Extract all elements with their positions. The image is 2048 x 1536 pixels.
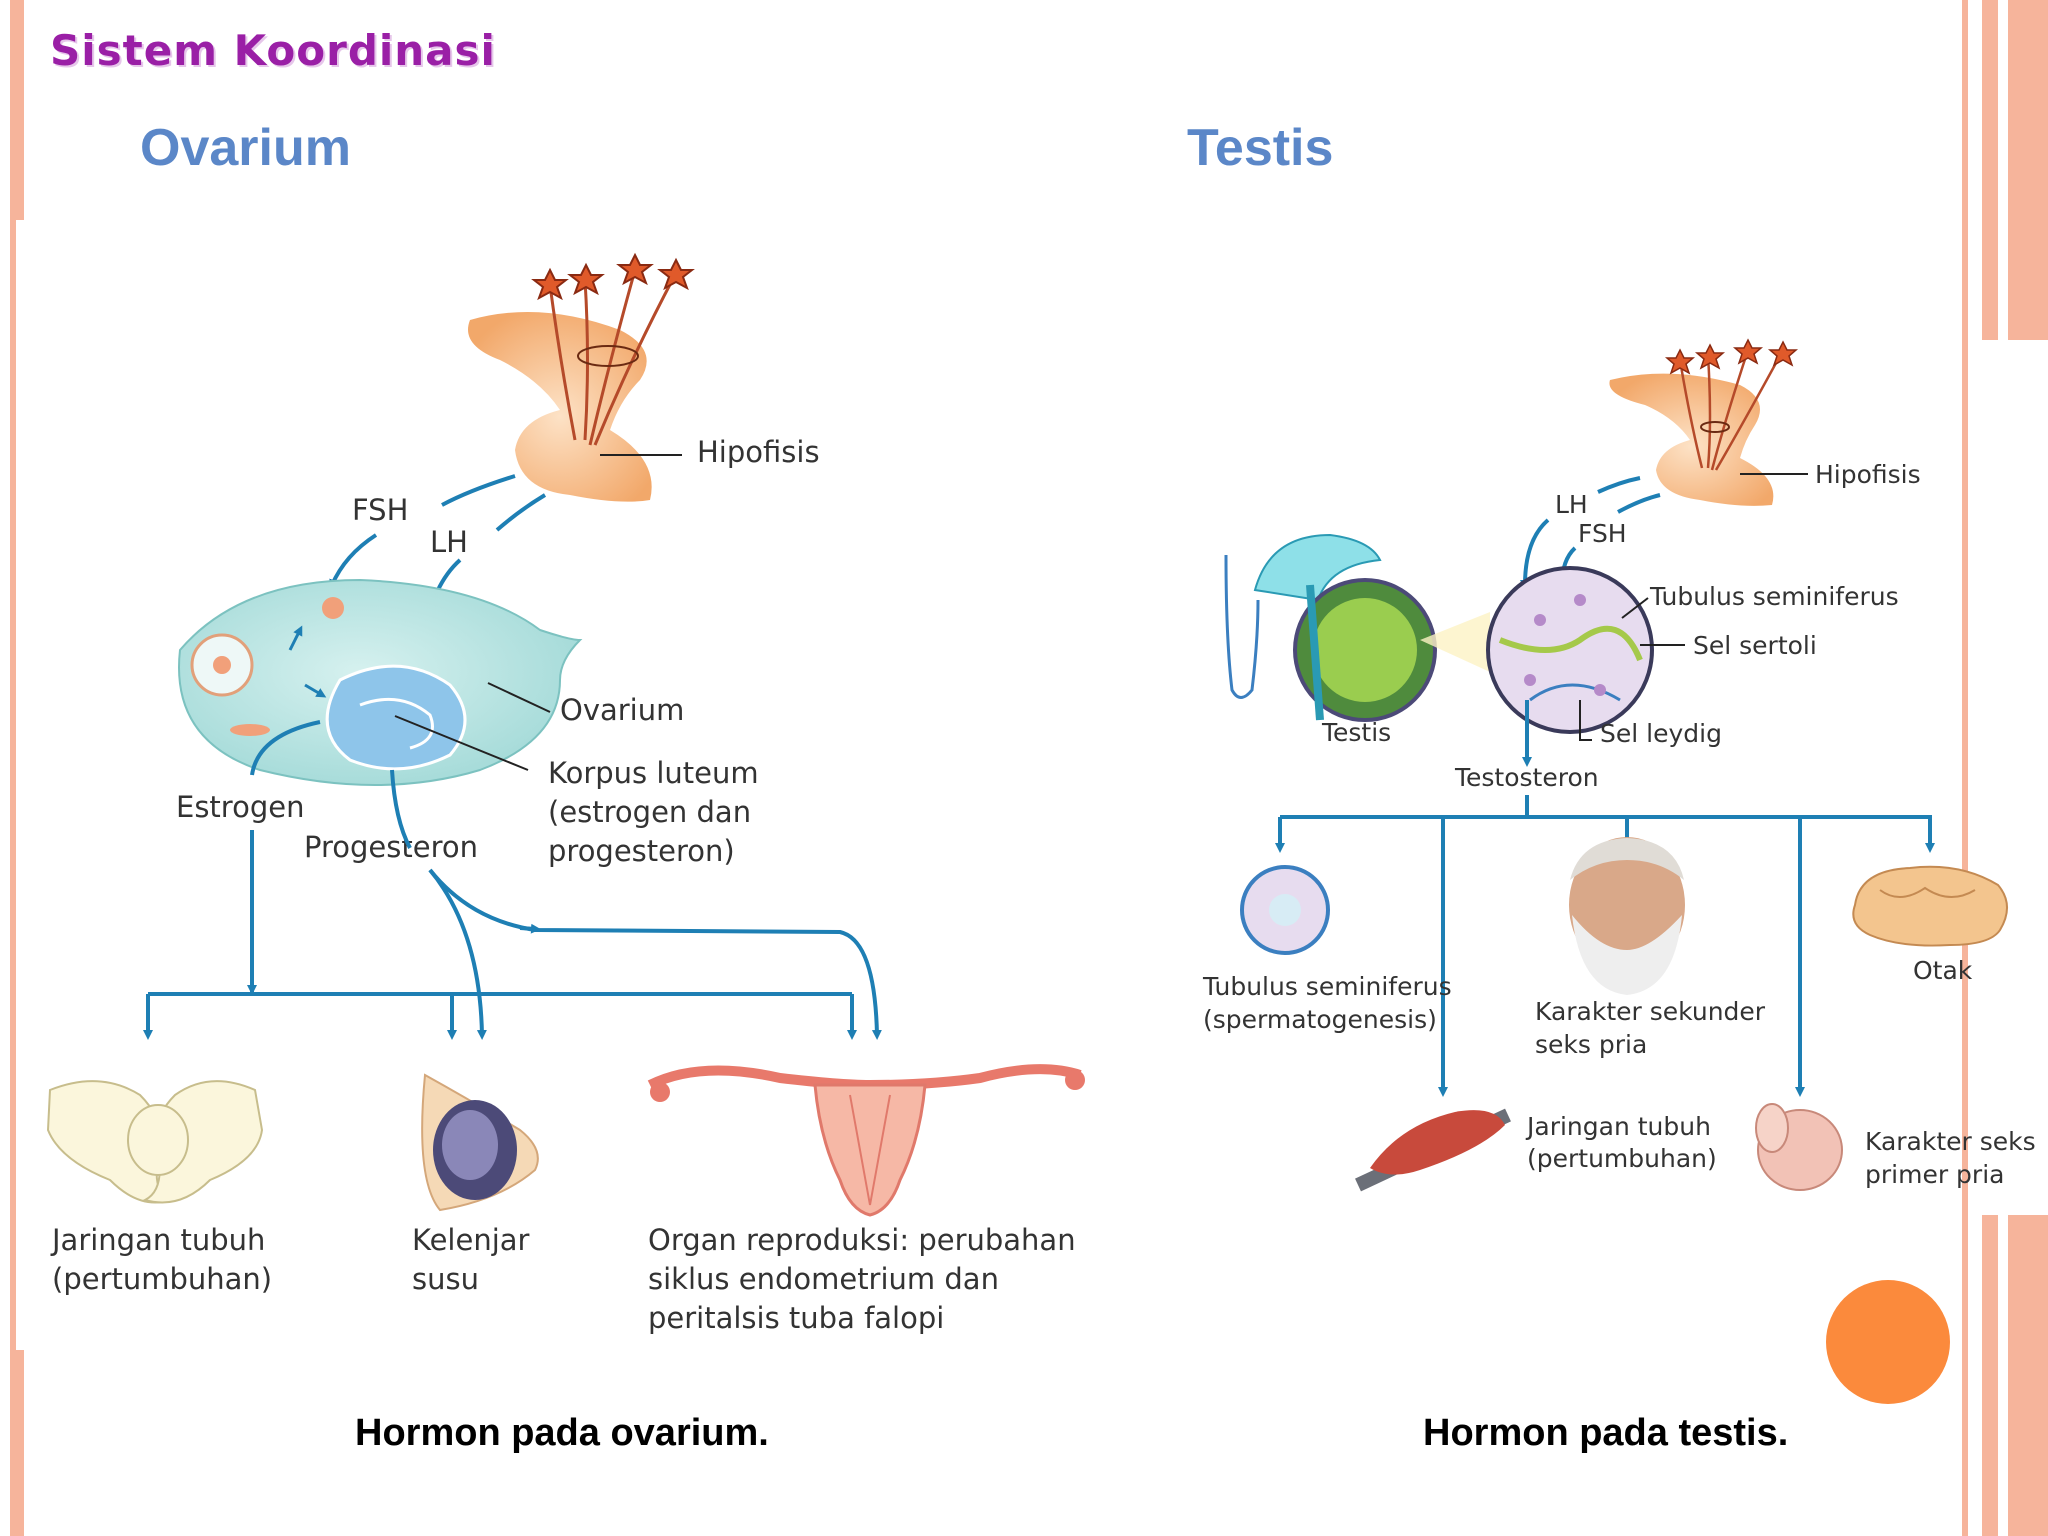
uterus-icon — [647, 1064, 1085, 1217]
mammary-gland-icon — [421, 1073, 539, 1212]
right-jaringan-label-1: Jaringan tubuh — [1525, 1112, 1711, 1141]
right-jaringan-label-2: (pertumbuhan) — [1527, 1144, 1717, 1173]
right-pituitary-icon — [1609, 338, 1799, 506]
korpus-label-2: (estrogen dan — [548, 795, 751, 829]
orange-circle-icon — [1826, 1280, 1950, 1404]
right-hipofisis-label: Hipofisis — [1815, 460, 1921, 489]
left-jaringan-label-2: (pertumbuhan) — [52, 1262, 272, 1296]
left-lh-label: LH — [430, 525, 468, 559]
karakter-primer-label-2: primer pria — [1865, 1160, 2004, 1189]
progesteron-label: Progesteron — [304, 830, 478, 864]
sertoli-label: Sel sertoli — [1693, 631, 1817, 660]
karakter-sekunder-label-2: seks pria — [1535, 1030, 1647, 1059]
korpus-label-3: progesteron) — [548, 834, 735, 868]
tubule-icon — [1486, 566, 1654, 734]
tubulus2-label-2: (spermatogenesis) — [1203, 1005, 1437, 1034]
ovary-icon — [178, 578, 583, 786]
tubulus2-label-1: Tubulus seminiferus — [1202, 972, 1452, 1001]
organ-label-3: peritalsis tuba falopi — [648, 1301, 944, 1335]
testis-icon — [1224, 533, 1437, 722]
brain-icon — [1852, 865, 2008, 947]
genital-icon — [1755, 1103, 1843, 1191]
left-border-cover — [16, 220, 24, 1350]
karakter-primer-label-1: Karakter seks — [1865, 1127, 2036, 1156]
slide-title: Sistem Koordinasi — [50, 26, 496, 75]
testis-heading: Testis — [1187, 119, 1334, 177]
korpus-label-1: Korpus luteum — [548, 756, 759, 790]
muscle-icon — [1355, 1108, 1511, 1192]
otak-label: Otak — [1913, 956, 1973, 985]
testis-label: Testis — [1321, 718, 1391, 747]
organ-label-1: Organ reproduksi: perubahan — [648, 1223, 1076, 1257]
left-jaringan-label-1: Jaringan tubuh — [50, 1223, 265, 1257]
testis-caption: Hormon pada testis. — [1423, 1412, 1789, 1454]
face-icon — [1569, 837, 1685, 995]
right-border-cover — [1975, 340, 2048, 1215]
tubule-small-icon — [1240, 865, 1330, 955]
right-lh-label: LH — [1555, 490, 1588, 519]
organ-label-2: siklus endometrium dan — [648, 1262, 999, 1296]
left-ovarium-label: Ovarium — [560, 693, 684, 727]
testosteron-label: Testosteron — [1454, 763, 1599, 792]
tubulus-label: Tubulus seminiferus — [1649, 582, 1899, 611]
left-pituitary-icon — [468, 252, 695, 502]
ovarium-heading: Ovarium — [140, 119, 351, 177]
kelenjar-label-1: Kelenjar — [412, 1223, 530, 1257]
leydig-label: Sel leydig — [1600, 719, 1722, 748]
right-fsh-label: FSH — [1578, 519, 1627, 548]
estrogen-label: Estrogen — [176, 790, 304, 824]
neuron-icon — [548, 269, 677, 446]
left-fsh-label: FSH — [352, 493, 408, 527]
ovarium-caption: Hormon pada ovarium. — [355, 1412, 769, 1454]
pelvis-icon — [46, 1080, 264, 1204]
kelenjar-label-2: susu — [412, 1262, 479, 1296]
karakter-sekunder-label-1: Karakter sekunder — [1535, 997, 1766, 1026]
right-border-stripe-1 — [1962, 0, 1968, 1536]
left-hipofisis-label: Hipofisis — [697, 435, 820, 469]
